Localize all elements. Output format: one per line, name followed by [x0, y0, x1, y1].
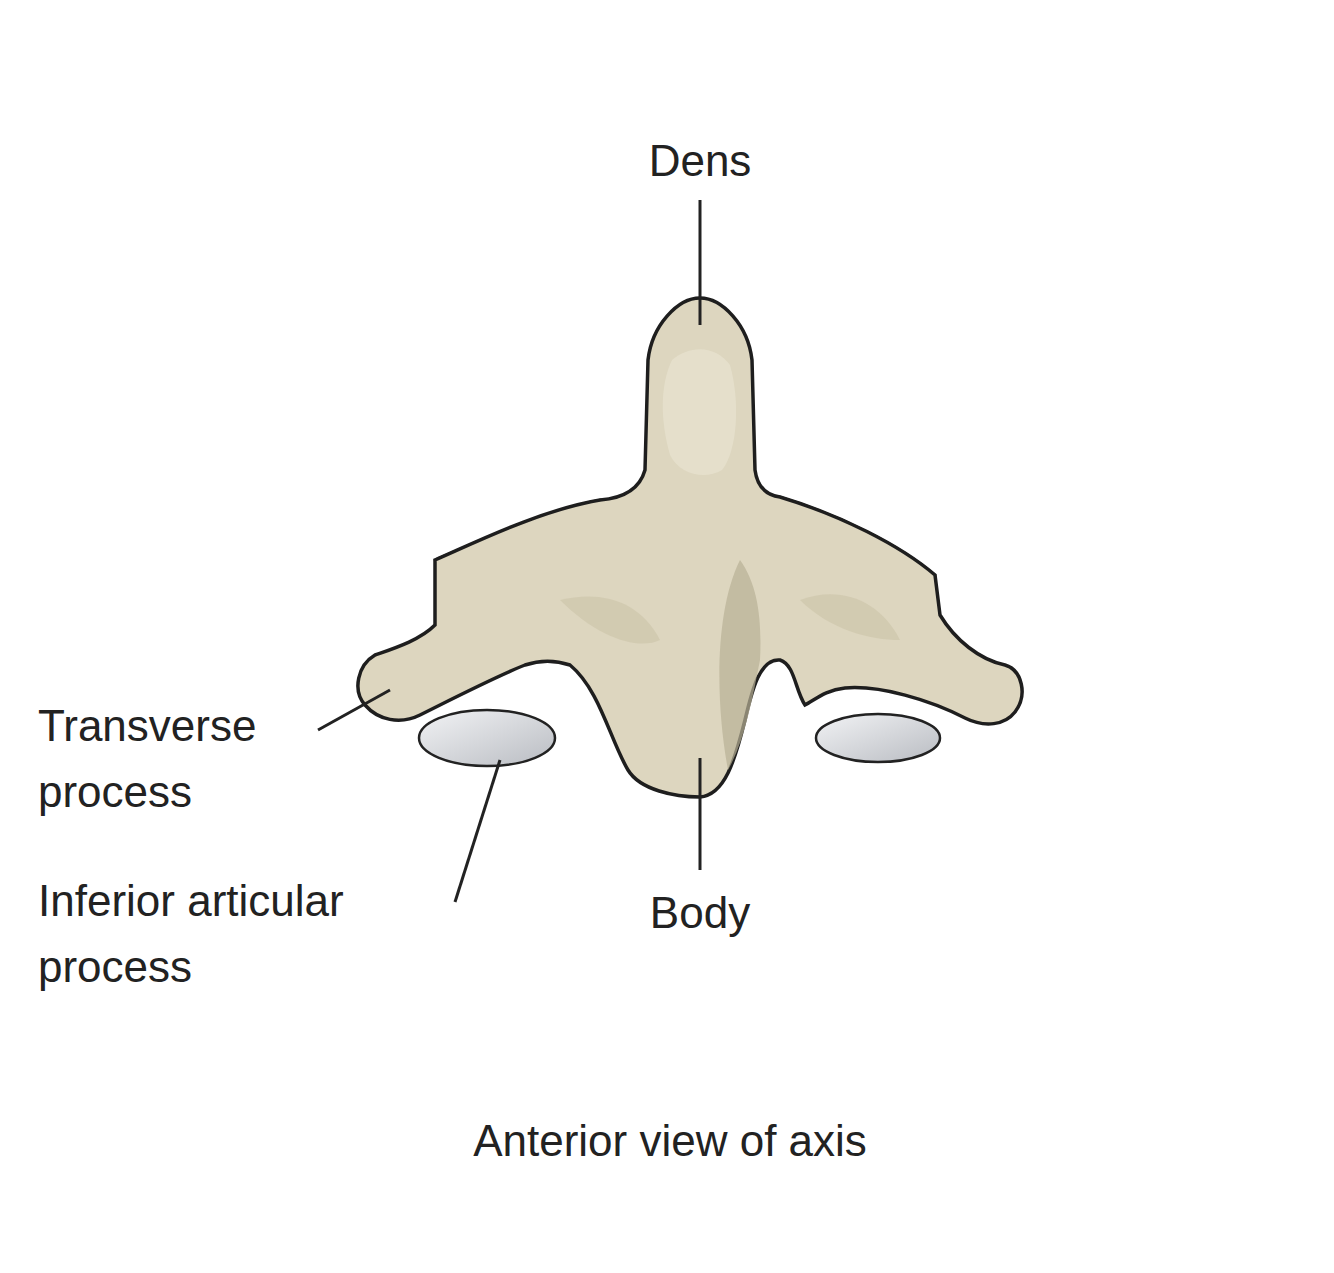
part-label: Inferior articular process	[38, 868, 458, 1000]
part-label: Body	[560, 880, 840, 946]
body-shading	[560, 596, 660, 643]
part-label: Transverse process	[38, 693, 338, 825]
body-shading	[719, 560, 760, 770]
dens-highlight	[663, 349, 736, 475]
leader-line	[699, 758, 702, 870]
inferior-facet	[419, 710, 555, 766]
part-label: Dens	[560, 128, 840, 194]
leader-line	[455, 760, 500, 902]
body-shading	[800, 594, 900, 640]
leader-line	[699, 200, 702, 325]
inferior-facet	[816, 714, 940, 762]
figure-caption: Anterior view of axis	[270, 1108, 1070, 1174]
leader-line	[318, 690, 390, 730]
axis-bone	[358, 298, 1022, 797]
